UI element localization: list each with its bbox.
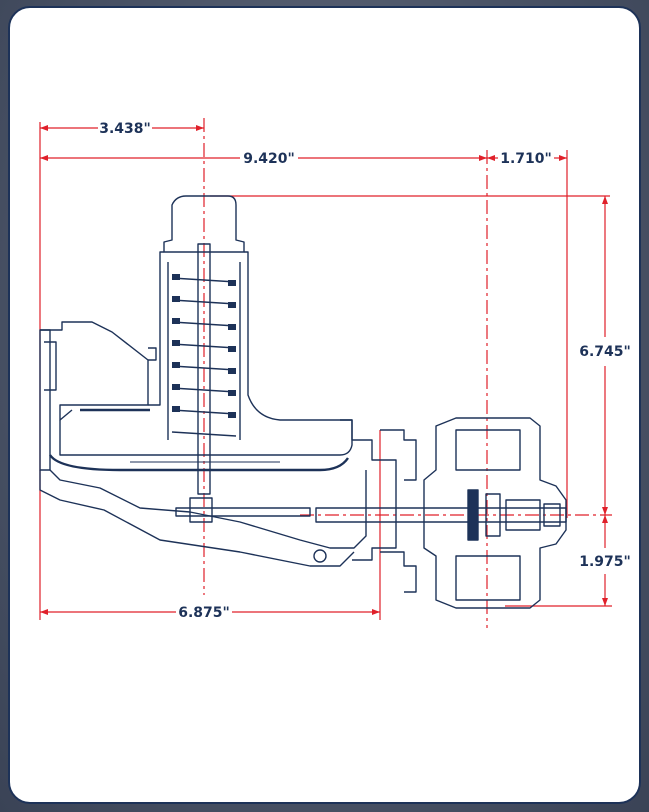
valve-disc — [485, 493, 501, 537]
arrow-9420-right — [479, 155, 487, 161]
spring-coils — [171, 277, 237, 437]
arrow-3438-right — [196, 125, 204, 131]
outlet-port-lower — [455, 555, 521, 601]
valve-seat — [467, 489, 479, 541]
diaphragm — [49, 454, 349, 472]
upper-casing — [40, 321, 149, 421]
dim-label-3438: 3.438" — [99, 121, 151, 137]
connector-nut-lower — [380, 551, 417, 593]
connector-nut-upper — [380, 429, 417, 481]
arrow-1975-bottom — [602, 598, 608, 606]
outlet-valve-body — [423, 417, 567, 609]
bonnet-cap — [163, 195, 245, 253]
adjusting-stem — [197, 243, 211, 495]
diaphragm-casing-top — [59, 419, 353, 456]
dim-label-6875: 6.875" — [178, 605, 230, 621]
body-connector — [336, 419, 397, 561]
lever-pivot — [189, 497, 213, 523]
inlet-thread — [44, 341, 57, 391]
regulator-body — [39, 195, 567, 609]
arrow-6745-top — [602, 196, 608, 204]
inlet-face — [39, 329, 51, 471]
arrow-6745-bottom — [602, 507, 608, 515]
dim-label-1710: 1.710" — [500, 151, 552, 167]
lower-casing-outer — [39, 470, 355, 567]
arrow-1710-left — [487, 155, 495, 161]
outlet-port-upper — [455, 429, 521, 471]
valve-cap — [505, 499, 541, 531]
dim-label-1975: 1.975" — [579, 554, 631, 570]
arrow-6875-right — [372, 609, 380, 615]
valve-nut — [543, 503, 561, 527]
lever-arm — [175, 507, 311, 517]
spring-housing — [148, 251, 336, 421]
spring-coil-ends — [172, 274, 236, 418]
dimension-arrows — [40, 125, 608, 615]
arrow-1710-right — [559, 155, 567, 161]
arrow-9420-left — [40, 155, 48, 161]
dimension-lines — [39, 118, 612, 628]
vent-port — [148, 347, 157, 361]
arrow-6875-left — [40, 609, 48, 615]
arrow-3438-left — [40, 125, 48, 131]
arrow-1975-top — [602, 515, 608, 523]
lower-casing — [49, 469, 367, 549]
dim-label-6745: 6.745" — [579, 344, 631, 360]
lever-pin — [313, 549, 327, 563]
spring-housing-inner — [167, 262, 241, 440]
dim-label-9420: 9.420" — [243, 151, 295, 167]
